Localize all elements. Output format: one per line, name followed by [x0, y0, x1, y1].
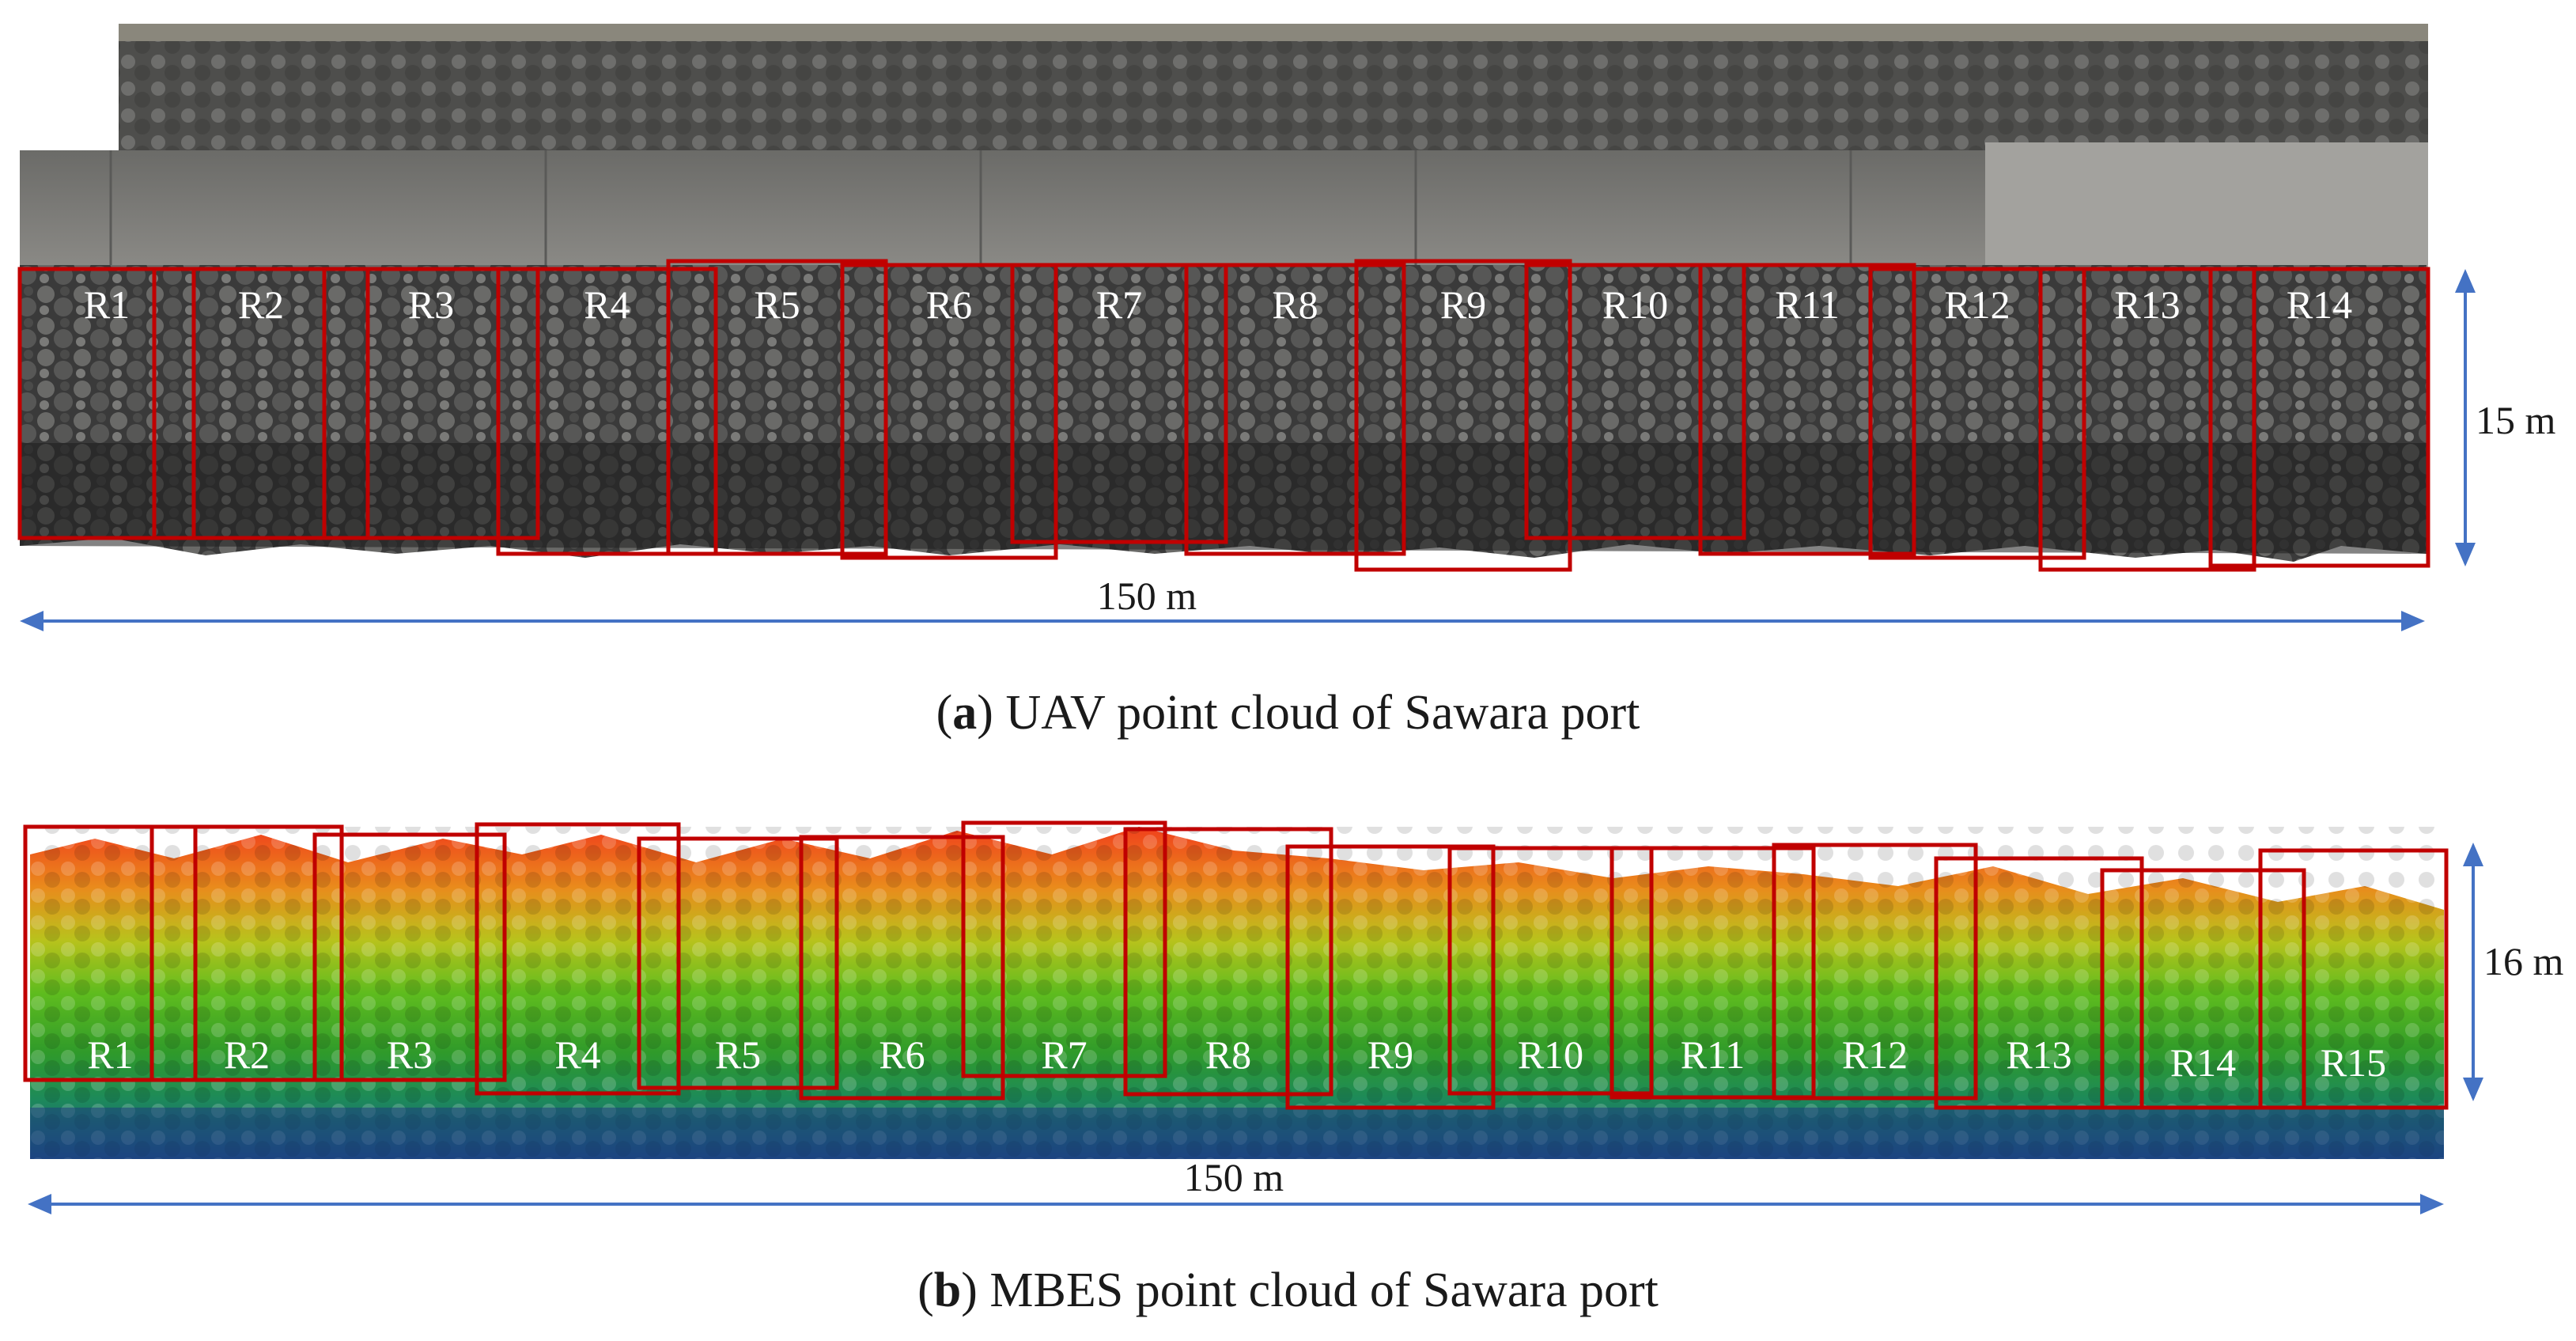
panel_b-region-label-8: R8: [1205, 1032, 1251, 1077]
arrowhead-right-b: [2420, 1194, 2444, 1214]
width-label-a: 150 m: [1097, 574, 1197, 618]
panel_a-region-box-1: [17, 267, 196, 540]
panel_a-region-label-7: R7: [1096, 282, 1142, 327]
height-label-a: 15 m: [2476, 398, 2556, 442]
arrowhead-left-b: [28, 1194, 51, 1214]
panel_a-region-box-9: [1354, 259, 1572, 572]
panel_b-region-label-13: R13: [2006, 1032, 2071, 1077]
panel_a-region-label-10: R10: [1602, 282, 1668, 327]
panel_a-region-box-8: [1184, 263, 1406, 556]
region-labels-a: R1 R2 R3 R4 R5 R6 R7 R8 R9 R10 R11 R12 R13 R14: [84, 282, 2352, 327]
panel_a-region-label-14: R14: [2287, 282, 2352, 327]
panel_b-region-label-14: R14: [2170, 1040, 2236, 1085]
panel_a-region-box-11: [1698, 263, 1916, 556]
panel_a-region-label-3: R3: [408, 282, 454, 327]
panel_a-region-box-4: [496, 267, 718, 556]
region-boxes-b: [23, 820, 2449, 1110]
gravel-texture: [119, 41, 2428, 150]
panel_b-region-box-11: [1610, 846, 1816, 1100]
panel_b-region-label-11: R11: [1681, 1032, 1746, 1077]
panel_a-region-label-1: R1: [84, 282, 130, 327]
height-dimension-a: 15 m: [2455, 269, 2556, 566]
caption-letter-b: b: [933, 1263, 962, 1317]
panel_a-region-label-9: R9: [1440, 282, 1486, 327]
panel_a-region-label-5: R5: [754, 282, 800, 327]
panel_b-region-label-7: R7: [1041, 1032, 1087, 1077]
mbes-seabed-band: [30, 1108, 2444, 1159]
gravel-edge: [119, 24, 2428, 41]
panel_a-region-label-12: R12: [1944, 282, 2010, 327]
panel_b-region-box-10: [1447, 846, 1654, 1096]
caption-text-a: UAV point cloud of Sawara port: [1005, 686, 1640, 740]
panel_a-region-box-3: [322, 267, 540, 540]
panel_b-region-box-9: [1285, 844, 1496, 1110]
caption-letter-a: a: [952, 686, 978, 740]
width-dimension-a: 150 m: [20, 574, 2425, 631]
region-boxes-a: [17, 259, 2430, 572]
panel_b-region-label-2: R2: [224, 1032, 270, 1077]
panel_b-region-box-13: [1934, 856, 2144, 1110]
panel_b-region-box-6: [799, 835, 1005, 1100]
mbes-point-cloud-image: [30, 827, 2444, 1159]
panel_b-region-label-12: R12: [1842, 1032, 1908, 1077]
height-dimension-b: 16 m: [2463, 843, 2564, 1101]
panel_a-region-box-2: [152, 267, 370, 540]
panel_b-region-label-4: R4: [554, 1032, 600, 1077]
arrowhead-right-a: [2401, 611, 2425, 631]
height-label-b: 16 m: [2483, 939, 2564, 983]
panel_b-region-box-15: [2258, 848, 2449, 1110]
mbes-texture: [30, 827, 2444, 1159]
panel_a-region-box-12: [1868, 267, 2086, 560]
panel_a-region-label-6: R6: [926, 282, 972, 327]
panel_b-region-box-8: [1123, 827, 1333, 1097]
panel_a-region-box-5: [666, 259, 888, 556]
panel_b-region-label-6: R6: [879, 1032, 925, 1077]
panel_a-region-box-10: [1524, 263, 1746, 540]
arrowhead-left-a: [20, 611, 44, 631]
uav-point-cloud-image: [20, 24, 2428, 562]
panel_b-region-label-10: R10: [1518, 1032, 1583, 1077]
caption-a: (a) UAV point cloud of Sawara port: [936, 686, 1640, 740]
panel_b-region-label-1: R1: [87, 1032, 133, 1077]
region-labels-b: R1 R2 R3 R4 R5 R6 R7 R8 R9 R10 R11 R12 R13 R14 R15: [87, 1032, 2386, 1085]
panel_b-region-box-14: [2100, 868, 2306, 1110]
panel_a-region-box-13: [2038, 267, 2256, 572]
panel_a-region-label-4: R4: [584, 282, 630, 327]
panel_a-region-box-14: [2208, 267, 2430, 568]
panel_a-region-label-2: R2: [238, 282, 284, 327]
panel_b-region-label-9: R9: [1367, 1032, 1413, 1077]
panel_b-region-box-7: [961, 820, 1167, 1078]
panel_a-region-box-6: [840, 263, 1058, 560]
panel_b-region-box-12: [1772, 843, 1978, 1100]
panel_b-region-box-4: [475, 822, 681, 1096]
panel_a-region-label-8: R8: [1272, 282, 1318, 327]
caption-b: (b) MBES point cloud of Sawara port: [917, 1263, 1659, 1317]
panel_a-region-label-13: R13: [2114, 282, 2180, 327]
panel_a-region-label-11: R11: [1775, 282, 1840, 327]
width-dimension-b: 150 m: [28, 1155, 2444, 1214]
panel_b-region-box-5: [637, 836, 839, 1090]
caption-text-b: MBES point cloud of Sawara port: [989, 1263, 1659, 1317]
panel_b-region-box-3: [312, 832, 507, 1082]
panel_b-region-label-15: R15: [2321, 1040, 2386, 1085]
width-label-b: 150 m: [1184, 1155, 1284, 1199]
panel_a-region-box-7: [1010, 263, 1228, 544]
panel_b-region-label-5: R5: [715, 1032, 761, 1077]
panel_b-region-box-2: [149, 824, 344, 1082]
panel_b-region-box-1: [23, 824, 198, 1082]
panel_b-region-label-3: R3: [387, 1032, 433, 1077]
